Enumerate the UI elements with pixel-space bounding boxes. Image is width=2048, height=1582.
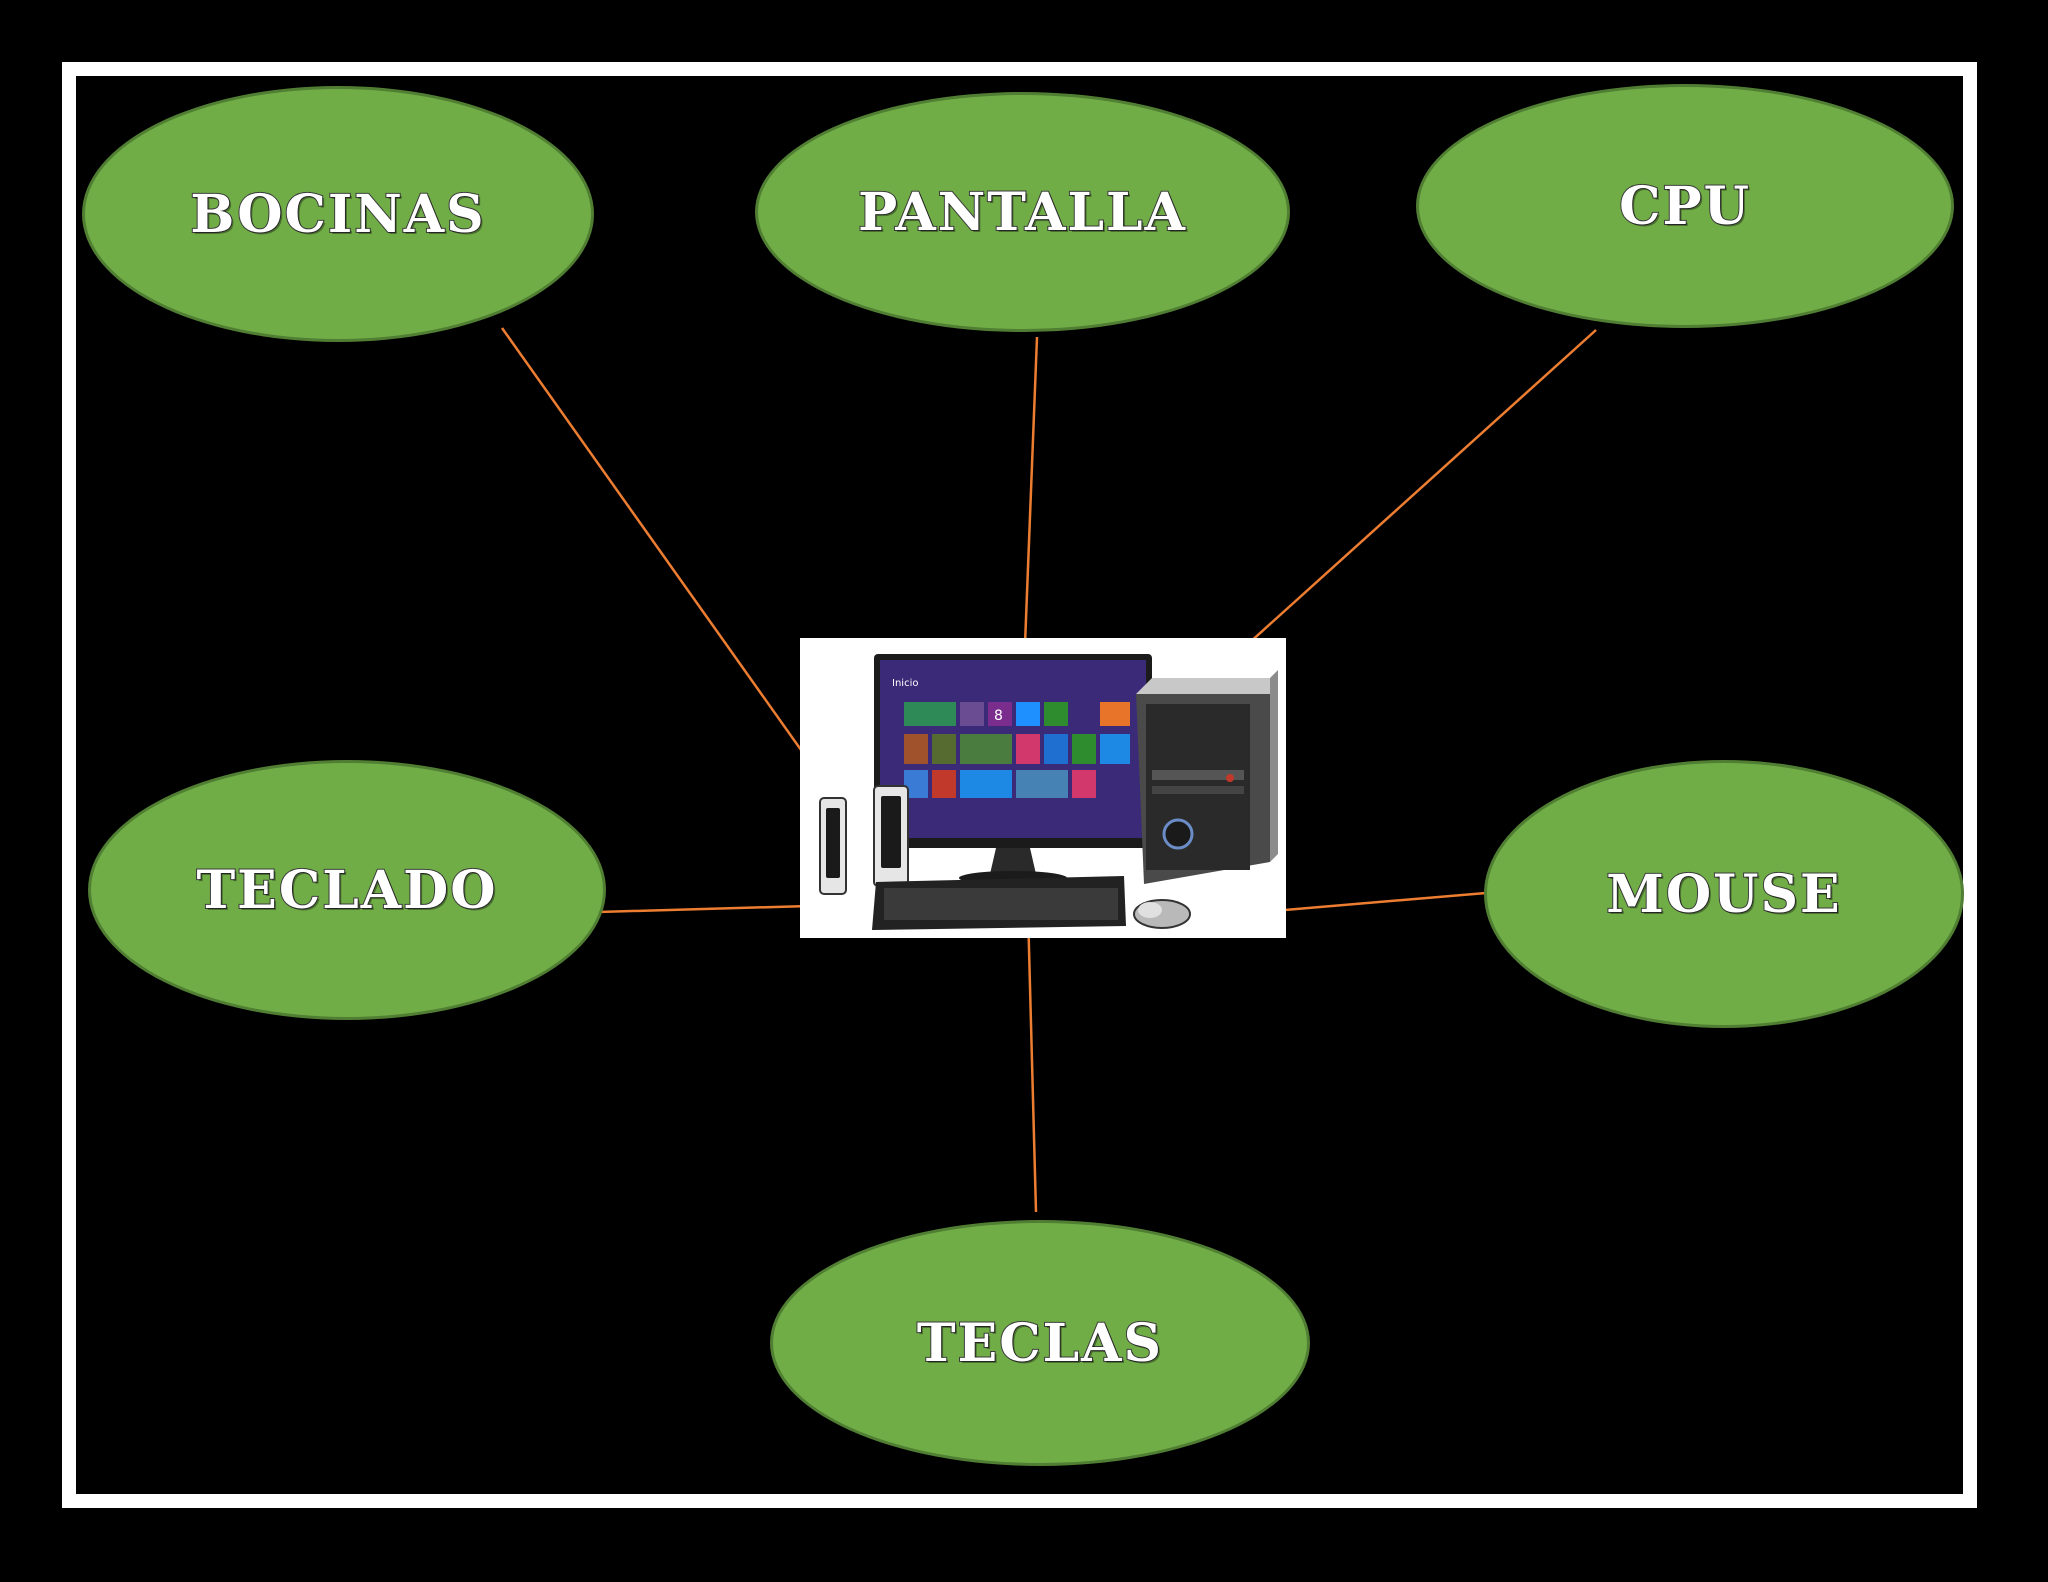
monitor-icon: Inicio 8 [874, 654, 1152, 885]
speakers-icon [819, 785, 909, 895]
screen-inicio-text: Inicio [892, 678, 918, 689]
diagram-frame [62, 62, 1977, 1508]
node-teclado-label: TECLADO [195, 859, 498, 922]
computer-image: Inicio 8 [800, 638, 1286, 938]
node-mouse-label: MOUSE [1605, 863, 1842, 926]
node-bocinas-label: BOCINAS [189, 183, 486, 246]
node-pantalla-label: PANTALLA [857, 181, 1187, 244]
node-bocinas: BOCINAS [82, 86, 594, 342]
node-teclado: TECLADO [88, 760, 606, 1020]
node-mouse: MOUSE [1484, 760, 1964, 1028]
node-cpu: CPU [1416, 84, 1954, 328]
mouse-icon [1133, 899, 1191, 929]
node-teclas-label: TECLAS [916, 1312, 1164, 1375]
cpu-tower-icon [1136, 670, 1278, 884]
keyboard-icon [872, 876, 1126, 930]
node-teclas: TECLAS [770, 1220, 1310, 1466]
screen-tile-8: 8 [994, 708, 1003, 724]
node-pantalla: PANTALLA [755, 92, 1290, 332]
node-cpu-label: CPU [1618, 175, 1751, 238]
